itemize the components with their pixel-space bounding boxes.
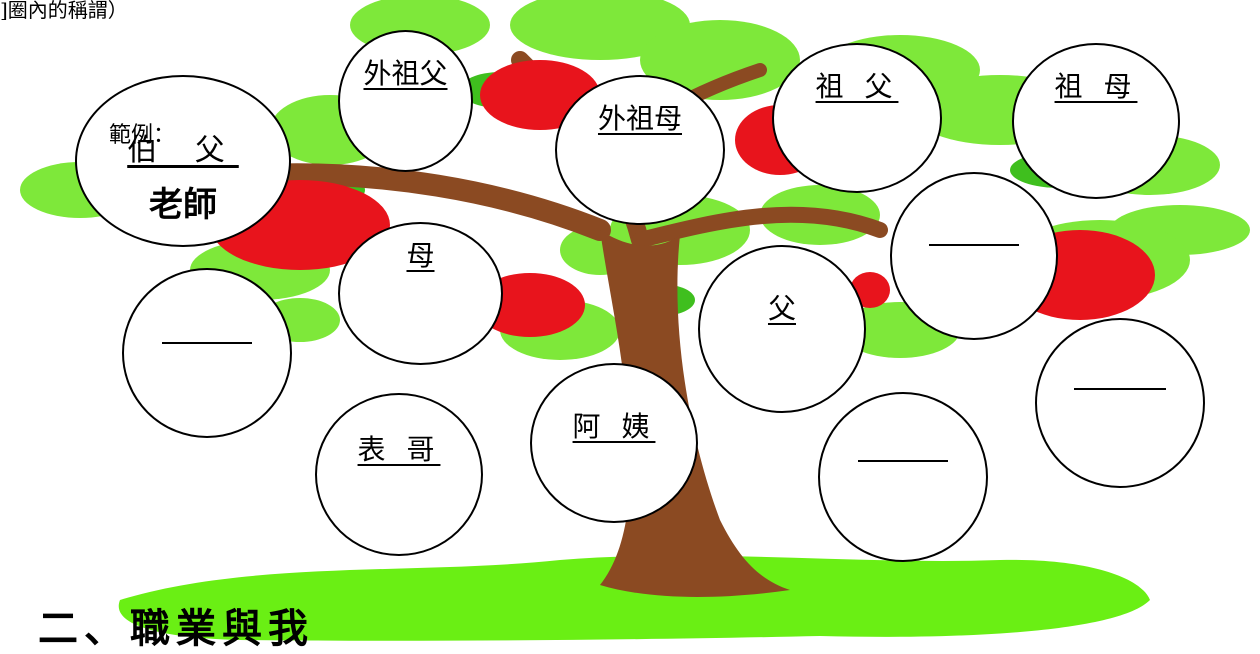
relation-label: 祖 父 <box>815 70 899 103</box>
relation-label: 外祖母 <box>597 102 682 135</box>
relation-label: 母 <box>406 239 435 272</box>
circle-blank-left <box>122 268 292 438</box>
blank-line <box>858 460 948 462</box>
circle-maternal-grandmother: 外祖母 <box>555 75 725 225</box>
relation-label: 阿 姨 <box>572 410 656 443</box>
circle-father: 父 <box>698 245 866 413</box>
circle-cousin: 表 哥 <box>315 393 483 556</box>
circle-aunt: 阿 姨 <box>530 363 698 523</box>
example-answer: 老師 <box>149 185 217 225</box>
grass <box>118 555 1151 641</box>
circle-maternal-grandfather: 外祖父 <box>338 30 473 172</box>
relation-label: 表 哥 <box>357 433 441 466</box>
circle-mother: 母 <box>338 222 503 365</box>
section-heading: 二、職業與我 <box>38 605 314 652</box>
example-relation: 伯 父 <box>127 133 239 168</box>
relation-label: 父 <box>767 292 796 325</box>
circle-grandfather: 祖 父 <box>772 43 942 193</box>
example-circle: 範例： 伯 父 老師 <box>75 75 291 247</box>
relation-label: 外祖父 <box>363 57 448 90</box>
circle-blank-right-upper <box>890 172 1058 340</box>
blank-line <box>162 342 252 344</box>
instruction-fragment: ]圈內的稱謂） <box>0 0 128 22</box>
relation-label: 祖 母 <box>1054 70 1138 103</box>
example-label: 範例： <box>109 123 176 148</box>
blank-line <box>1074 388 1166 390</box>
circle-grandmother: 祖 母 <box>1012 43 1180 199</box>
blank-line <box>929 244 1019 246</box>
circle-blank-right-lower <box>818 392 988 562</box>
circle-blank-far-right <box>1035 318 1205 488</box>
